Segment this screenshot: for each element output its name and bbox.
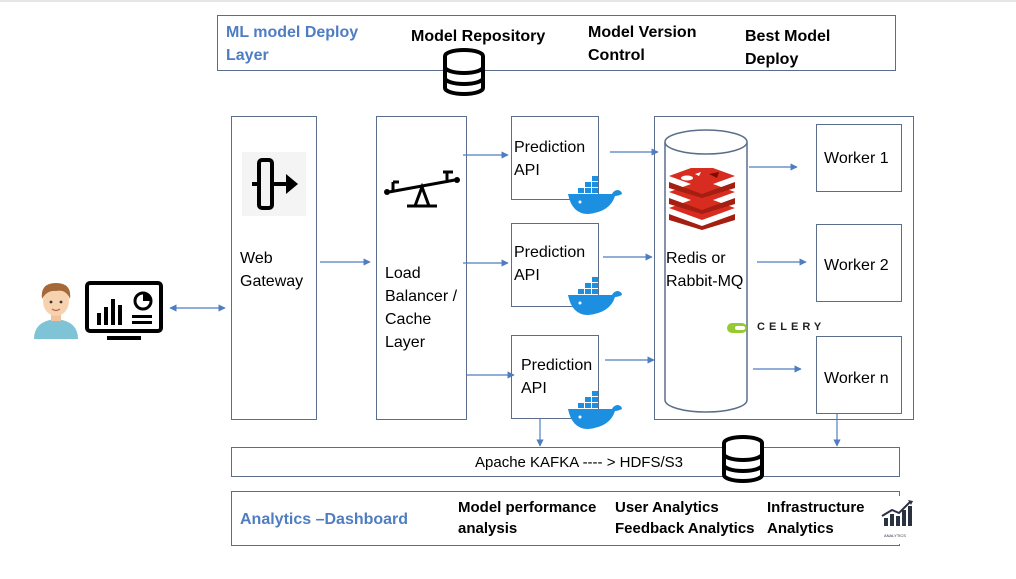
- worker-box: [816, 224, 902, 302]
- gateway-icon: [242, 152, 306, 216]
- dashboard-monitor-icon: [85, 281, 163, 340]
- deploy-layer-title: ML model Deploy Layer: [226, 24, 359, 64]
- prediction-api-box: [511, 116, 599, 200]
- user-avatar-icon: [34, 283, 78, 339]
- database-icon: [443, 48, 485, 96]
- analytics-logo-label: ANALYTICS: [884, 533, 906, 538]
- prediction-api-label: Prediction API: [521, 357, 593, 397]
- deploy-layer-box: [217, 15, 896, 71]
- best-model-deploy-label: Best Model Deploy: [745, 28, 831, 68]
- prediction-api-label: Prediction API: [514, 139, 586, 179]
- celery-icon: [727, 323, 747, 333]
- load-balancer-icon: [384, 170, 460, 208]
- model-repository-label: Model Repository: [411, 28, 546, 45]
- web-gateway-label: Web Gateway: [240, 250, 304, 290]
- model-performance-label: Model performance analysis: [458, 499, 597, 537]
- worker-label: Worker 1: [824, 150, 889, 167]
- analytics-dashboard-title: Analytics –Dashboard: [240, 511, 409, 528]
- docker-icon: [568, 277, 622, 315]
- celery-label: CELERY: [757, 321, 826, 333]
- kafka-label: Apache KAFKA ---- > HDFS/S3: [475, 454, 683, 471]
- worker-box: [816, 336, 902, 414]
- docker-icon: [568, 176, 622, 214]
- worker-label: Worker 2: [824, 257, 889, 274]
- load-balancer-label: Load Balancer / Cache Layer: [385, 265, 458, 351]
- analytics-logo-icon: [872, 496, 924, 544]
- docker-icon: [568, 391, 622, 429]
- queue-label: Redis or Rabbit-MQ: [666, 250, 744, 290]
- infrastructure-analytics-label: Infrastructure Analytics: [767, 499, 865, 537]
- redis-icon: [669, 168, 735, 230]
- top-divider: [0, 0, 1016, 2]
- kafka-bar: [231, 447, 900, 477]
- prediction-api-box: [511, 223, 599, 307]
- user-analytics-label: User Analytics Feedback Analytics: [615, 499, 755, 537]
- load-balancer-box: [376, 116, 467, 420]
- prediction-api-box: [511, 335, 599, 419]
- model-version-control-label: Model Version Control: [588, 24, 697, 64]
- prediction-api-label: Prediction API: [514, 244, 586, 284]
- worker-label: Worker n: [824, 370, 889, 387]
- storage-database-icon: [722, 435, 764, 483]
- worker-box: [816, 124, 902, 192]
- analytics-dashboard-box: [231, 491, 900, 546]
